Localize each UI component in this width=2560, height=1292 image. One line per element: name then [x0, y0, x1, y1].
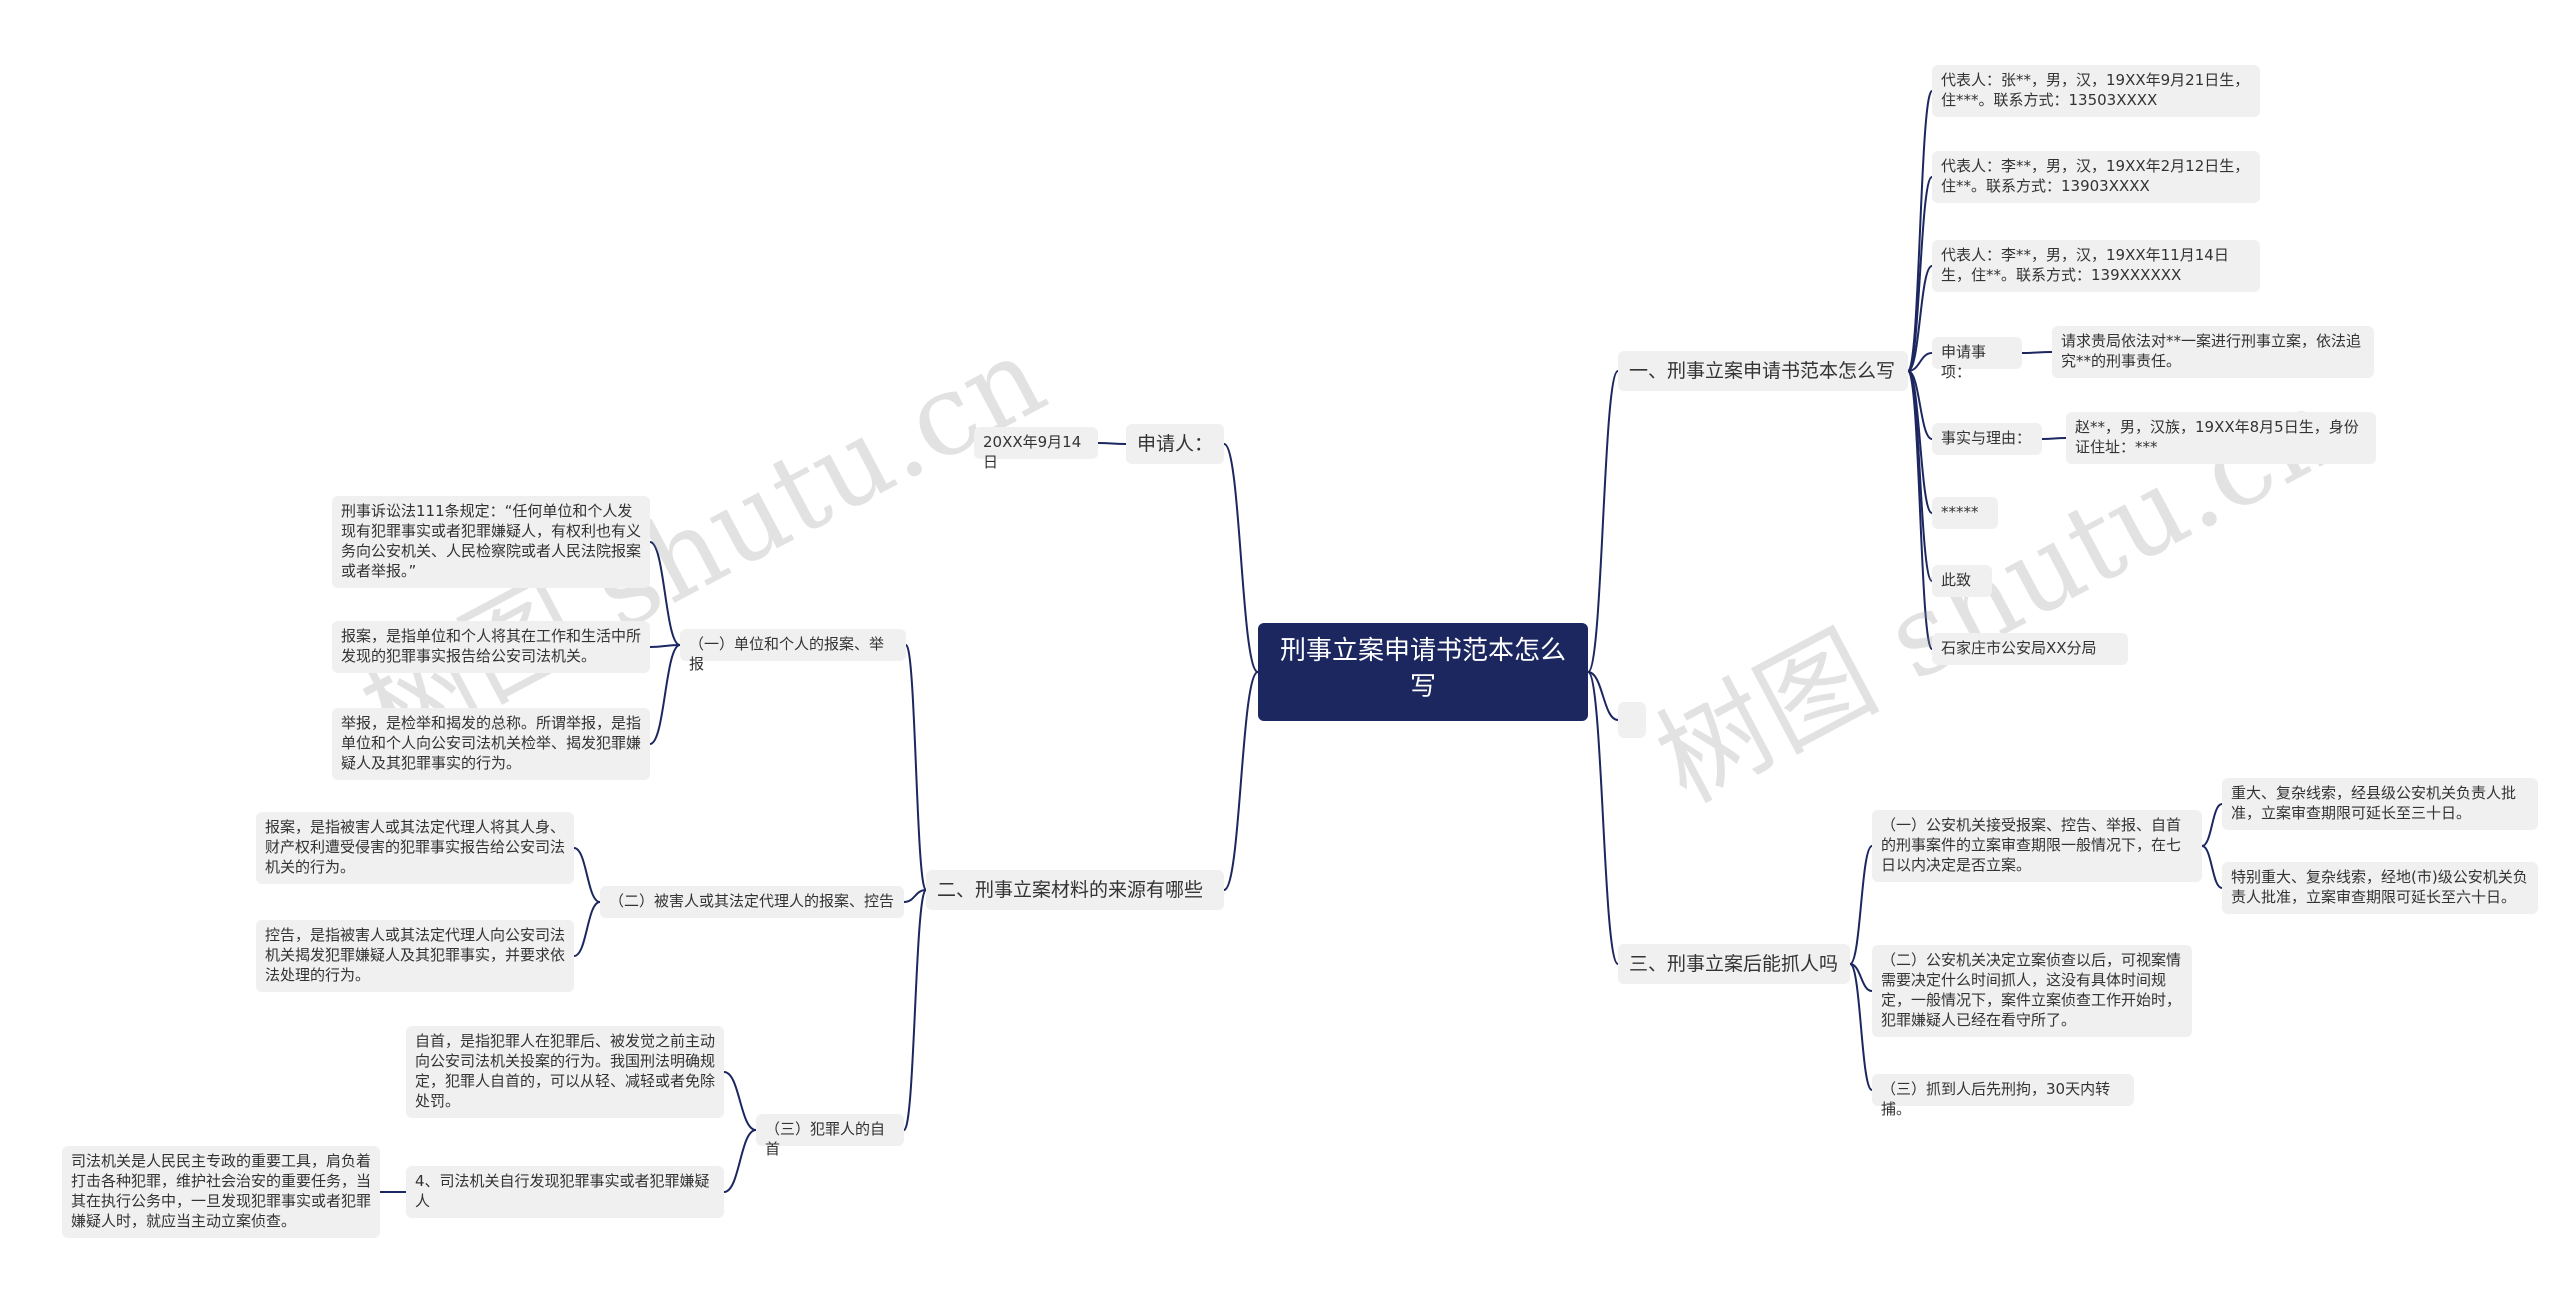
connector-source-3 [723, 1129, 757, 1193]
source-self-surrender[interactable]: （三）犯罪人的自首 [756, 1114, 904, 1158]
salutation[interactable]: 此致 [1932, 565, 1992, 597]
redacted-line[interactable]: ***** [1932, 497, 1998, 529]
arrest-point-1b[interactable]: 特别重大、复杂线索，经地(市)级公安机关负责人批准，立案审查期限可延长至六十日。 [2222, 862, 2538, 914]
arrest-point-2[interactable]: （二）公安机关决定立案侦查以后，可视案情需要决定什么时间抓人，这没有具体时间规定… [1872, 945, 2192, 1037]
connector-branch2 [903, 889, 927, 1131]
branch-arrest-after-filing[interactable]: 三、刑事立案后能抓人吗 [1618, 944, 1850, 984]
arrest-point-1[interactable]: （一）公安机关接受报案、控告、举报、自首的刑事案件的立案审查期限一般情况下，在七… [1872, 810, 2202, 882]
connector-facts [2041, 437, 2067, 440]
connector-branch2 [903, 889, 927, 903]
source-victim-report-complaint[interactable]: （二）被害人或其法定代理人的报案、控告 [600, 886, 904, 918]
request-items-text[interactable]: 请求贵局依法对**一案进行刑事立案，依法追究**的刑事责任。 [2052, 326, 2374, 378]
connector-branch1 [1907, 370, 1933, 440]
connector-root-right [1587, 671, 1619, 721]
connector-branch1 [1907, 370, 1933, 650]
connector-branch1 [1907, 176, 1933, 372]
connector-arrest-1 [2201, 803, 2223, 847]
judicial-discovery-detail[interactable]: 司法机关是人民民主专政的重要工具，肩负着打击各种犯罪，维护社会治安的重要任务，当… [62, 1146, 380, 1238]
connector-root-right [1587, 671, 1619, 965]
connector-root-left [1223, 443, 1259, 673]
connector-source-1 [649, 644, 681, 745]
connector-branch3 [1849, 963, 1873, 1091]
connector-branch1 [1907, 265, 1933, 372]
arrest-point-1a[interactable]: 重大、复杂线索，经县级公安机关负责人批准，立案审查期限可延长至三十日。 [2222, 778, 2538, 830]
recipient-office[interactable]: 石家庄市公安局XX分局 [1932, 633, 2128, 665]
empty-branch[interactable] [1618, 702, 1646, 738]
root-topic[interactable]: 刑事立案申请书范本怎么写 [1258, 623, 1588, 721]
source-1-law-article[interactable]: 刑事诉讼法111条规定：“任何单位和个人发现有犯罪事实或者犯罪嫌疑人，有权利也有… [332, 496, 650, 588]
connector-arrest-1 [2201, 845, 2223, 889]
connector-request-items [2021, 351, 2053, 354]
connector-source-1 [649, 541, 681, 646]
branch-applicant[interactable]: 申请人： [1126, 424, 1224, 464]
arrest-point-3[interactable]: （三）抓到人后先刑拘，30天内转捕。 [1872, 1074, 2134, 1118]
source-judicial-discovery[interactable]: 4、司法机关自行发现犯罪事实或者犯罪嫌疑人 [406, 1166, 724, 1218]
facts-text[interactable]: 赵**，男，汉族，19XX年8月5日生，身份证住址：*** [2066, 412, 2376, 464]
representative-3[interactable]: 代表人：李**，男，汉，19XX年11月14日生，住**。联系方式：139XXX… [1932, 240, 2260, 292]
request-items-label[interactable]: 申请事项： [1932, 337, 2022, 381]
connector-applicant [1097, 442, 1127, 445]
connector-branch3 [1849, 845, 1873, 965]
connector-branch2 [905, 644, 927, 891]
branch-application-template[interactable]: 一、刑事立案申请书范本怎么写 [1618, 351, 1908, 391]
branch-material-sources[interactable]: 二、刑事立案材料的来源有哪些 [926, 870, 1224, 910]
connector-root-right [1587, 370, 1619, 673]
connector-branch1 [1907, 90, 1933, 372]
source-2-complaint-definition[interactable]: 控告，是指被害人或其法定代理人向公安司法机关揭发犯罪嫌疑人及其犯罪事实，并要求依… [256, 920, 574, 992]
source-1-report-definition[interactable]: 报案，是指单位和个人将其在工作和生活中所发现的犯罪事实报告给公安司法机关。 [332, 621, 650, 673]
connector-source-2 [573, 901, 601, 957]
connector-source-2 [573, 847, 601, 903]
facts-label[interactable]: 事实与理由： [1932, 423, 2042, 455]
connector-source-3 [723, 1071, 757, 1131]
source-unit-individual-report[interactable]: （一）单位和个人的报案、举报 [680, 629, 906, 673]
source-1-tipoff-definition[interactable]: 举报，是检举和揭发的总称。所谓举报，是指单位和个人向公安司法机关检举、揭发犯罪嫌… [332, 708, 650, 780]
source-3-surrender-definition[interactable]: 自首，是指犯罪人在犯罪后、被发觉之前主动向公安司法机关投案的行为。我国刑法明确规… [406, 1026, 724, 1118]
connector-source-1 [649, 644, 681, 648]
representative-1[interactable]: 代表人：张**，男，汉，19XX年9月21日生，住***。联系方式：13503X… [1932, 65, 2260, 117]
source-2-report-definition[interactable]: 报案，是指被害人或其法定代理人将其人身、财产权利遭受侵害的犯罪事实报告给公安司法… [256, 812, 574, 884]
applicant-date[interactable]: 20XX年9月14日 [974, 427, 1098, 471]
connector-branch1 [1907, 352, 1933, 372]
representative-2[interactable]: 代表人：李**，男，汉，19XX年2月12日生，住**。联系方式：13903XX… [1932, 151, 2260, 203]
connector-root-left [1223, 671, 1259, 891]
